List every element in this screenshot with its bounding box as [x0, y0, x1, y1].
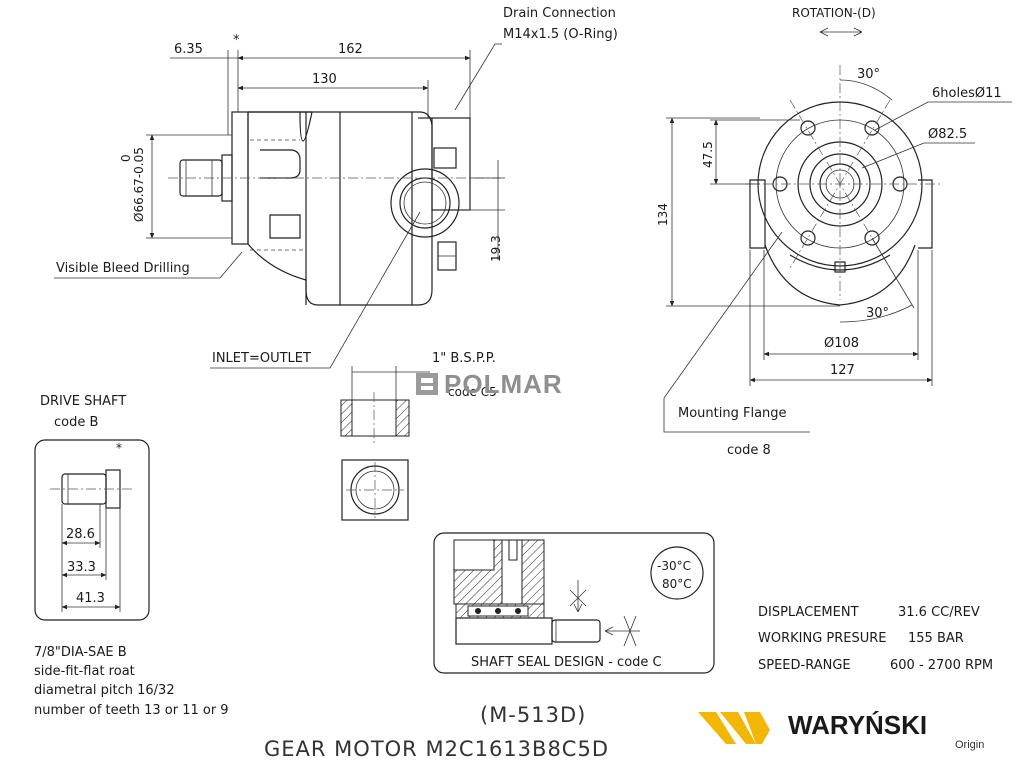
- shaft-desc-line-1: 7/8"DIA-SAE B: [34, 645, 127, 660]
- model-title: GEAR MOTOR M2C1613B8C5D: [264, 737, 609, 761]
- dim-134: 134: [656, 203, 670, 226]
- shaft-seal-detail: -30°C 80°C SHAFT SEAL DESIGN - code C: [433, 532, 715, 674]
- port-code-label: code C5: [448, 385, 497, 399]
- dim-6-35: 6.35: [174, 42, 203, 57]
- brand-logo: WARYŃSKI Origin: [698, 710, 984, 751]
- dim-19-3: 19.3: [489, 235, 503, 262]
- drive-shaft-detail: DRIVE SHAFT code B * 28.6 33.3 41.3 7/8"…: [34, 394, 229, 718]
- watermark-text: POLMAR: [444, 369, 563, 399]
- inlet-outlet-label: INLET=OUTLET: [212, 351, 311, 366]
- shaft-desc-line-3: diametral pitch 16/32: [34, 683, 175, 698]
- seal-caption: SHAFT SEAL DESIGN - code C: [471, 655, 662, 670]
- dim-130: 130: [312, 72, 337, 87]
- dia-108: Ø108: [824, 336, 859, 351]
- spec-value-pressure: 155 BAR: [908, 631, 964, 646]
- dim-127: 127: [830, 363, 855, 378]
- drive-shaft-star: *: [116, 441, 122, 455]
- dim-162: 162: [338, 42, 363, 57]
- spec-label-speed: SPEED-RANGE: [758, 658, 851, 673]
- spec-label-pressure: WORKING PRESURE: [758, 631, 887, 646]
- shaft-desc-line-4: number of teeth 13 or 11 or 9: [34, 703, 229, 718]
- brand-sub: Origin: [955, 739, 984, 751]
- angle-bottom: 30°: [866, 306, 889, 321]
- front-view: ROTATION-(D) 30° 6holesØ11 Ø82.5: [656, 6, 1012, 458]
- spec-value-speed: 600 - 2700 RPM: [890, 658, 993, 673]
- port-thread-label: 1" B.S.P.P.: [432, 351, 496, 366]
- dim-star: *: [233, 33, 240, 48]
- specifications: DISPLACEMENT 31.6 CC/REV WORKING PRESURE…: [758, 605, 993, 673]
- spec-value-displacement: 31.6 CC/REV: [898, 605, 980, 620]
- mounting-flange-label: Mounting Flange: [678, 406, 787, 421]
- dim-33-3: 33.3: [67, 560, 96, 575]
- port-detail: 1" B.S.P.P. code C5: [340, 351, 497, 521]
- dia-82-5: Ø82.5: [928, 127, 967, 142]
- watermark-logo: POLMAR: [416, 369, 563, 399]
- side-view: 6.35 * 162 130 Drain Connection M14x1.5 …: [54, 6, 618, 369]
- drain-connection-label: Drain Connection: [503, 6, 616, 21]
- rotation-label: ROTATION-(D): [792, 6, 876, 20]
- dim-shaft-diameter: Ø66.67-0.05: [132, 147, 146, 222]
- bleed-drilling-label: Visible Bleed Drilling: [56, 261, 190, 276]
- flange-code-label: code 8: [727, 443, 771, 458]
- dim-28-6: 28.6: [66, 527, 95, 542]
- dim-47-5: 47.5: [701, 141, 715, 168]
- model-code: (M-513D): [480, 703, 586, 727]
- drain-thread-label: M14x1.5 (O-Ring): [503, 27, 618, 42]
- dim-shaft-tolerance: 0: [119, 154, 133, 162]
- angle-top: 30°: [857, 67, 880, 82]
- dim-41-3: 41.3: [76, 591, 105, 606]
- temp-low: -30°C: [657, 559, 691, 573]
- spec-label-displacement: DISPLACEMENT: [758, 605, 859, 620]
- shaft-desc-line-2: side-fit-flat roat: [34, 664, 135, 679]
- brand-mark-icon: [698, 712, 770, 744]
- drive-shaft-code: code B: [54, 415, 98, 430]
- drive-shaft-title: DRIVE SHAFT: [40, 394, 126, 409]
- brand-name: WARYŃSKI: [788, 710, 927, 740]
- holes-label: 6holesØ11: [932, 86, 1002, 101]
- temp-high: 80°C: [662, 577, 692, 591]
